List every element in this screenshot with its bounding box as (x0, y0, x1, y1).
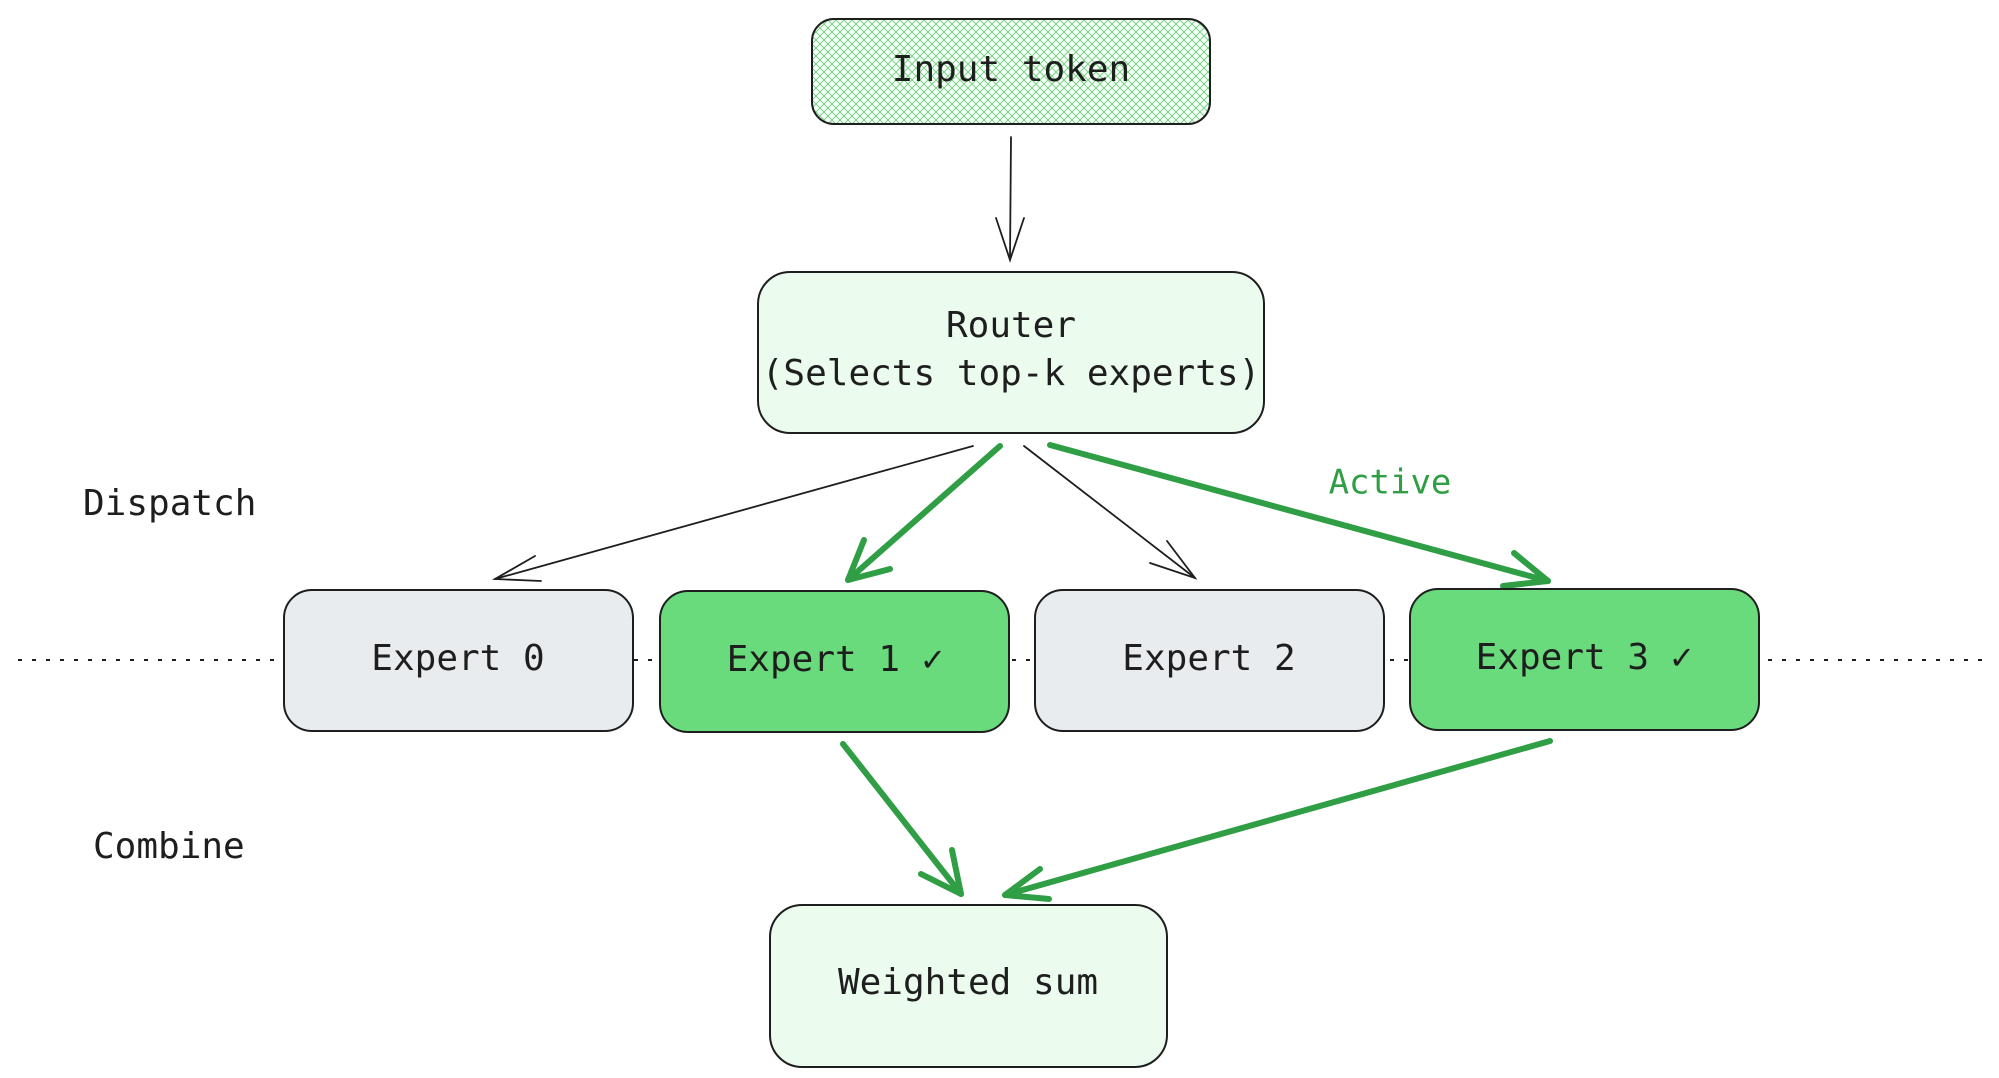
expert-label: Expert 3 ✓ (1476, 637, 1693, 678)
expert-node-3: Expert 3 ✓ (1409, 588, 1760, 731)
expert-label: Expert 1 ✓ (727, 639, 944, 680)
input-token-node: Input token (811, 18, 1211, 125)
edge-router-expert-2 (1023, 445, 1198, 580)
expert-label: Expert 2 (1122, 638, 1295, 679)
input-token-label: Input token (892, 49, 1130, 90)
edge-router-expert-3 (1047, 442, 1551, 589)
edge-router-expert-0 (491, 445, 974, 582)
edge-expert-1-output (840, 741, 964, 897)
expert-node-0: Expert 0 (283, 589, 634, 732)
expert-node-2: Expert 2 (1034, 589, 1385, 732)
combine-label: Combine (93, 826, 245, 867)
dispatch-label: Dispatch (83, 483, 256, 524)
expert-node-1: Expert 1 ✓ (659, 590, 1010, 733)
weighted-sum-node: Weighted sum (769, 904, 1168, 1068)
router-title: Router (946, 305, 1076, 346)
edge-expert-3-output (1002, 738, 1553, 902)
active-edge-label: Active (1329, 463, 1452, 503)
weighted-sum-label: Weighted sum (838, 962, 1098, 1003)
router-subtitle: (Selects top-k experts) (762, 353, 1261, 394)
router-node: Router (Selects top-k experts) (757, 271, 1265, 434)
expert-label: Expert 0 (371, 638, 544, 679)
edge-input-router (995, 136, 1025, 263)
edge-router-expert-1 (845, 443, 1003, 583)
